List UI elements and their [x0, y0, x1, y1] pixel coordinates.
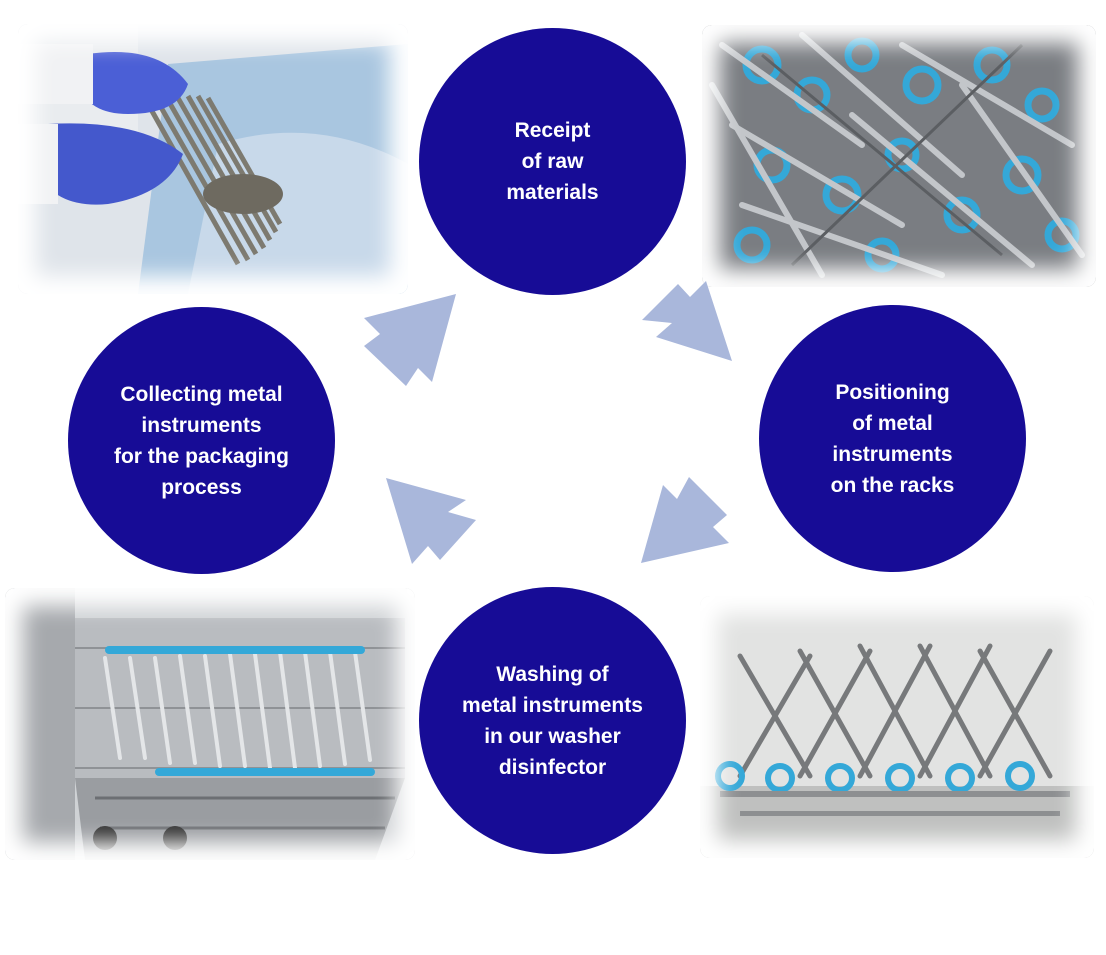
step-washing-label: Washing of metal instruments in our wash… — [462, 659, 643, 783]
photo-pile-of-scissors — [702, 25, 1096, 287]
arrow-receipt-to-position — [642, 281, 732, 361]
step-receipt-label: Receipt of raw materials — [506, 115, 598, 208]
step-receipt-circle: Receipt of raw materials — [419, 28, 686, 295]
step-collecting-line-4: process — [161, 475, 242, 499]
step-collecting-line-2: instruments — [141, 413, 262, 437]
arrow-position-to-wash — [641, 477, 729, 563]
photo-washer-disinfector — [5, 588, 415, 860]
step-collecting-label: Collecting metal instruments for the pac… — [114, 379, 289, 503]
step-washing-line-2: metal instruments — [462, 693, 643, 717]
arrow-collect-to-receipt — [364, 294, 456, 386]
step-washing-line-1: Washing of — [496, 662, 609, 686]
photo-gloved-hands-instruments — [18, 24, 408, 294]
step-collecting-circle: Collecting metal instruments for the pac… — [68, 307, 335, 574]
step-washing-line-4: disinfector — [498, 755, 607, 779]
step-washing-circle: Washing of metal instruments in our wash… — [419, 587, 686, 854]
photo-instruments-on-rack — [700, 596, 1094, 858]
step-collecting-line-1: Collecting metal — [120, 382, 283, 406]
step-receipt-line-3: materials — [506, 181, 599, 204]
step-positioning-circle: Positioning of metal instruments on the … — [759, 305, 1026, 572]
step-receipt-line-1: Receipt — [514, 119, 591, 142]
step-washing-line-3: in our washer — [484, 724, 621, 748]
step-receipt-line-2: of raw — [521, 150, 584, 173]
step-positioning-label: Positioning of metal instruments on the … — [831, 377, 955, 501]
arrow-wash-to-collect — [386, 478, 476, 564]
step-positioning-line-2: of metal — [852, 411, 933, 435]
step-positioning-line-1: Positioning — [835, 380, 950, 404]
step-positioning-line-3: instruments — [832, 442, 953, 466]
step-collecting-line-3: for the packaging — [113, 444, 290, 468]
step-positioning-line-4: on the racks — [830, 473, 955, 497]
